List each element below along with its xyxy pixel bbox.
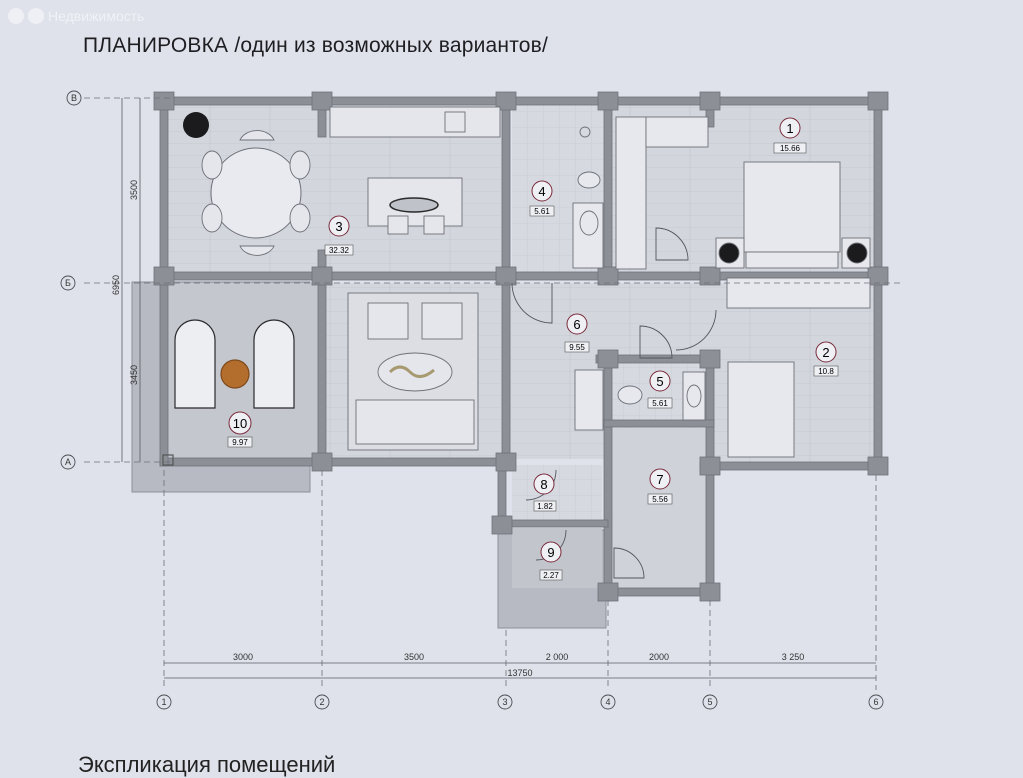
axis-label-6: 6 [873,697,878,707]
title-main: ПЛАНИРОВКА [83,34,229,57]
room-7-floor [612,428,707,588]
dim-left-1: 3500 [129,180,139,200]
loungers [162,319,295,466]
axis-marker-a [60,454,76,470]
dim-left-2: 3450 [129,365,139,385]
dim-bottom-total: 13750 [507,668,532,678]
dim-left-total: 6950 [111,275,121,295]
svg-text:5.61: 5.61 [534,207,550,216]
svg-text:1: 1 [786,121,793,136]
svg-text:4: 4 [538,184,545,199]
svg-text:2.27: 2.27 [543,571,559,580]
svg-text:7: 7 [656,472,663,487]
title-sub: /один из возможных вариантов/ [228,34,549,57]
svg-text:32.32: 32.32 [329,246,350,255]
room-8-floor [512,465,602,523]
axis-label-3: 3 [502,697,507,707]
axis-marker-4 [600,694,616,710]
dim-bottom-4: 2000 [649,652,669,662]
dimension-lines [121,98,876,679]
dim-bottom-5: 3 250 [782,652,805,662]
room-marker-6: 69.55 [564,313,590,353]
axis-marker-1 [156,694,172,710]
room-marker-8: 81.82 [533,473,557,512]
living-set [347,292,479,451]
axis-marker-2 [314,694,330,710]
room-marker-3: 332.32 [324,215,354,256]
svg-text:5.56: 5.56 [652,495,668,504]
svg-text:6: 6 [573,317,580,332]
svg-text:5: 5 [656,374,663,389]
plant-icon [183,112,209,138]
axis-marker-6 [868,694,884,710]
kitchen-set [329,106,501,235]
room-marker-1: 115.66 [773,117,807,154]
watermark-text: Недвижимость [48,8,145,24]
svg-text:2: 2 [822,345,829,360]
dim-bottom-2: 3500 [404,652,424,662]
room-marker-9: 92.27 [539,541,563,581]
axis-label-2: 2 [319,697,324,707]
axis-label-1: 1 [161,697,166,707]
room-marker-2: 210.8 [813,341,839,377]
svg-text:8: 8 [540,477,547,492]
svg-text:5.61: 5.61 [652,399,668,408]
svg-text:15.66: 15.66 [780,144,801,153]
axis-label-5: 5 [707,697,712,707]
svg-text:1.82: 1.82 [537,502,553,511]
axis-marker-b [60,275,76,291]
log-corners [153,91,889,602]
axis-marker-3 [497,694,513,710]
bedroom-1-furniture [615,116,871,270]
svg-text:9.55: 9.55 [569,343,585,352]
axis-marker-5 [702,694,718,710]
watermark: Недвижимость [8,8,144,24]
room-marker-10: 109.97 [227,411,253,448]
explication-heading: Экспликация помещений [78,752,336,777]
room-marker-7: 75.56 [647,468,673,505]
svg-text:3: 3 [335,219,342,234]
axis-marker-v [66,90,82,106]
axis-label-v: В [71,93,77,103]
axis-label-b: Б [65,278,71,288]
bathroom-5-fixtures [617,371,706,421]
svg-text:10: 10 [233,416,247,431]
svg-text:10.8: 10.8 [818,367,834,376]
dim-bottom-3: 2 000 [546,652,569,662]
bathroom-4-fixtures [572,126,604,269]
svg-text:9: 9 [547,545,554,560]
axis-label-a: А [65,457,71,467]
room-marker-5: 55.61 [647,370,673,409]
axis-lines [84,97,900,690]
dim-bottom-1: 3000 [233,652,253,662]
room-marker-4: 45.61 [529,180,555,217]
dining-set [183,112,311,256]
house-logo-icon [28,8,44,24]
axis-label-4: 4 [605,697,610,707]
svg-text:9.97: 9.97 [232,438,248,447]
ya-logo-icon [8,8,24,24]
page-title: ПЛАНИРОВКА /один из возможных вариантов/ [83,34,548,58]
